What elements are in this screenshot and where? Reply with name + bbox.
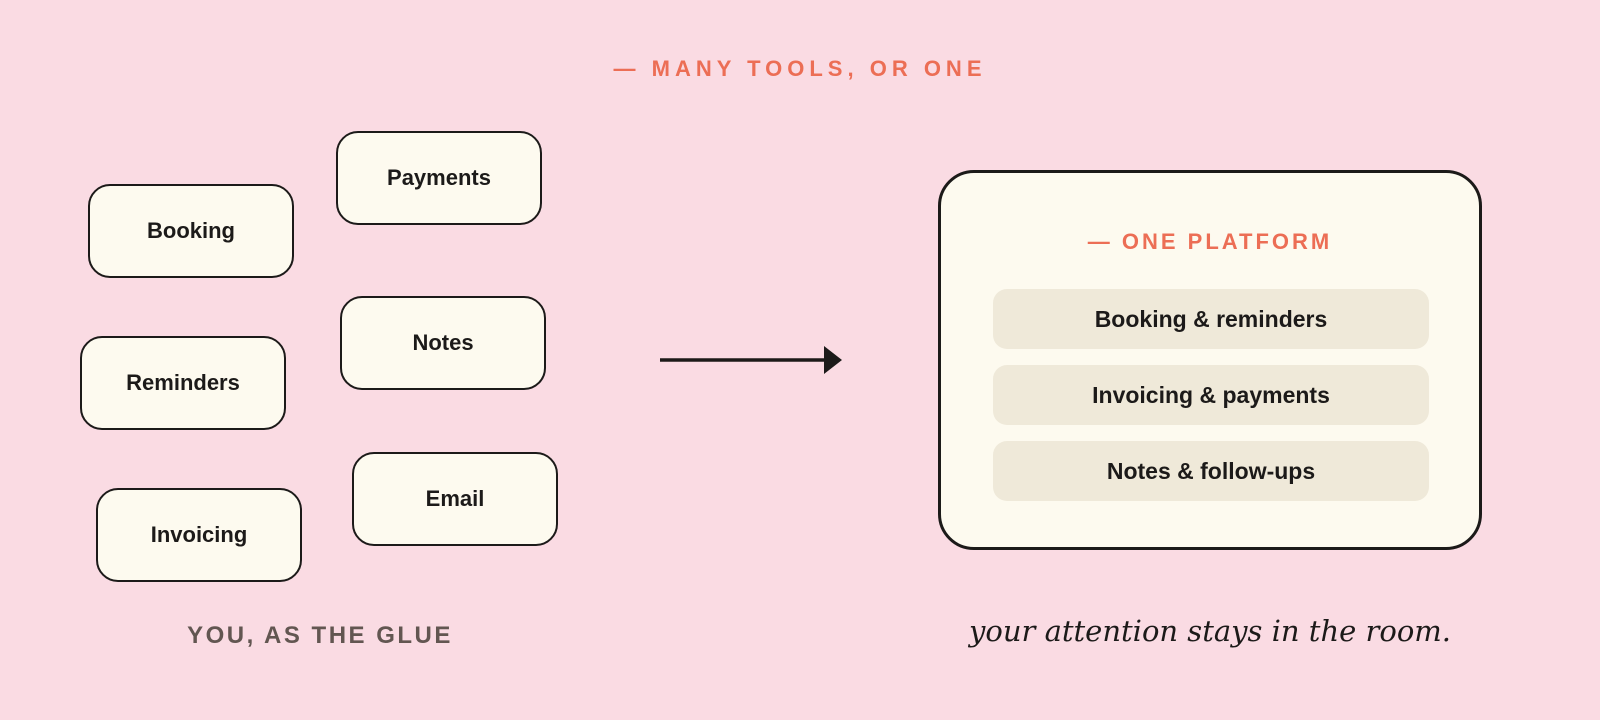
section-eyebrow: — MANY TOOLS, OR ONE (613, 56, 987, 81)
tool-card-payments: Payments (336, 131, 542, 225)
tool-card-booking: Booking (88, 184, 294, 278)
tool-card-email: Email (352, 452, 558, 546)
platform-title: — ONE PLATFORM (1087, 229, 1333, 254)
arrow-right-icon (660, 346, 842, 374)
feature-row-booking-reminders: Booking & reminders (993, 289, 1429, 349)
tool-card-reminders: Reminders (80, 336, 286, 430)
left-caption: YOU, AS THE GLUE (187, 622, 453, 649)
platform-card: — ONE PLATFORM Booking & reminders Invoi… (938, 170, 1482, 550)
arrow-head (824, 346, 842, 374)
right-caption: your attention stays in the room. (968, 614, 1451, 648)
tool-card-invoicing: Invoicing (96, 488, 302, 582)
feature-row-notes-followups: Notes & follow-ups (993, 441, 1429, 501)
feature-row-invoicing-payments: Invoicing & payments (993, 365, 1429, 425)
tool-card-notes: Notes (340, 296, 546, 390)
